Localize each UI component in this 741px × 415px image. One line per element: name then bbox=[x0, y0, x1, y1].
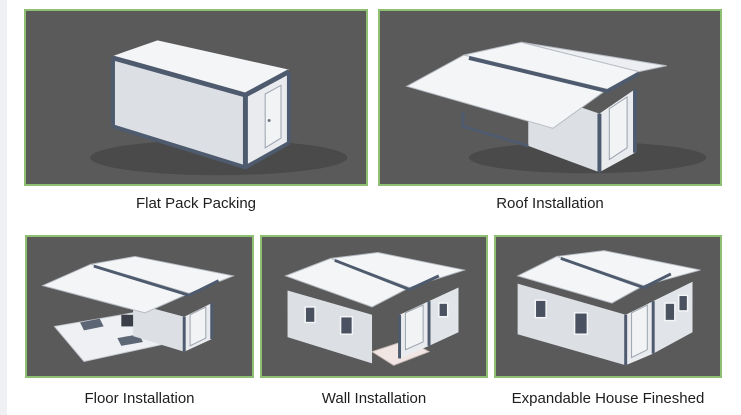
caption-house-finished: Expandable House Fineshed bbox=[511, 390, 705, 407]
flat-pack-packing-image bbox=[24, 9, 368, 186]
caption-floor-installation: Floor Installation bbox=[84, 390, 195, 407]
floor-installation-image bbox=[25, 235, 254, 378]
wall-installation-image bbox=[260, 235, 488, 378]
roof-installation-image bbox=[378, 9, 722, 186]
caption-wall-installation: Wall Installation bbox=[321, 390, 427, 407]
left-edge-strip bbox=[0, 0, 7, 415]
caption-flat-pack-packing: Flat Pack Packing bbox=[135, 195, 257, 212]
expandable-house-finished-image bbox=[494, 235, 722, 378]
caption-roof-installation: Roof Installation bbox=[496, 195, 604, 212]
